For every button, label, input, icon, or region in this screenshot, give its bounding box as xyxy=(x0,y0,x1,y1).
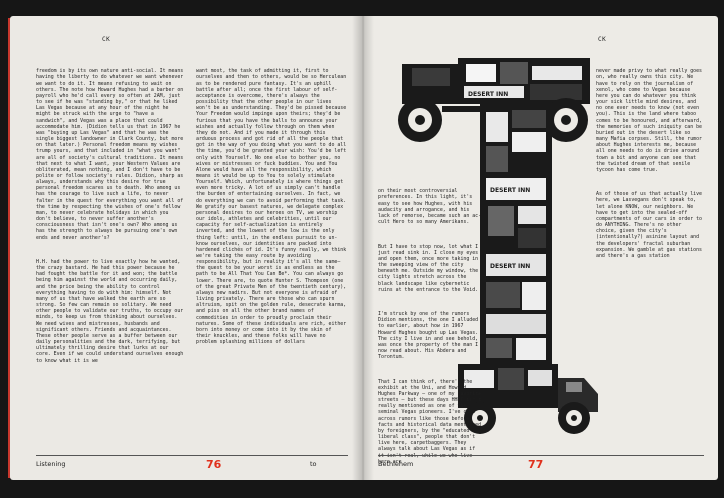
sign-text: DESERT INN xyxy=(490,187,530,194)
footer-rule xyxy=(378,455,704,456)
paragraph: That I can think of, there's the exhibit… xyxy=(378,378,482,465)
footer-word-right: Bethlehem xyxy=(378,460,414,468)
running-head-left: CK xyxy=(102,36,111,43)
paragraph: But I have to stop now, lot what I just … xyxy=(378,243,482,293)
paragraph: on their most controversial preferences.… xyxy=(378,188,482,226)
left-page: CK freedom is by its own nature anti-soc… xyxy=(10,16,362,480)
sign-text: DESERT INN xyxy=(468,91,508,98)
bottom-vehicle xyxy=(458,364,598,434)
paragraph: freedom is by its own nature anti-social… xyxy=(36,68,187,241)
paragraph: As of those of us that actually live her… xyxy=(596,191,705,259)
left-column-2: want most, the task of admitting it, fir… xyxy=(196,56,348,364)
right-column-right: never made privy to what really goes on,… xyxy=(596,56,704,277)
paragraph: want most, the task of admitting it, fir… xyxy=(196,68,350,346)
right-column-middle: on their most controversial preferences.… xyxy=(378,176,482,480)
paragraph: H.H. had the power to live exactly how h… xyxy=(36,259,187,364)
paragraph: never made privy to what really goes on,… xyxy=(596,68,705,173)
page-number-right: 77 xyxy=(528,458,544,471)
left-column-1: freedom is by its own nature anti-social… xyxy=(36,56,186,382)
footer-rule xyxy=(36,455,348,456)
sign-text: DESERT INN xyxy=(490,263,530,270)
paragraph: I'm struck by one of the rumors Didion m… xyxy=(378,311,482,361)
running-head-right: CK xyxy=(598,36,607,43)
page-number-left: 76 xyxy=(206,458,222,471)
vehicle-collage-illustration: DESERT INN DESERT INN DESERT INN xyxy=(398,58,598,434)
sign-tower xyxy=(480,104,552,364)
page-edge-color xyxy=(8,18,11,478)
footer-connector: to xyxy=(310,460,317,468)
top-vehicle xyxy=(398,58,590,142)
footer-word-left: Listening xyxy=(36,460,66,468)
right-page: CK xyxy=(362,16,718,480)
